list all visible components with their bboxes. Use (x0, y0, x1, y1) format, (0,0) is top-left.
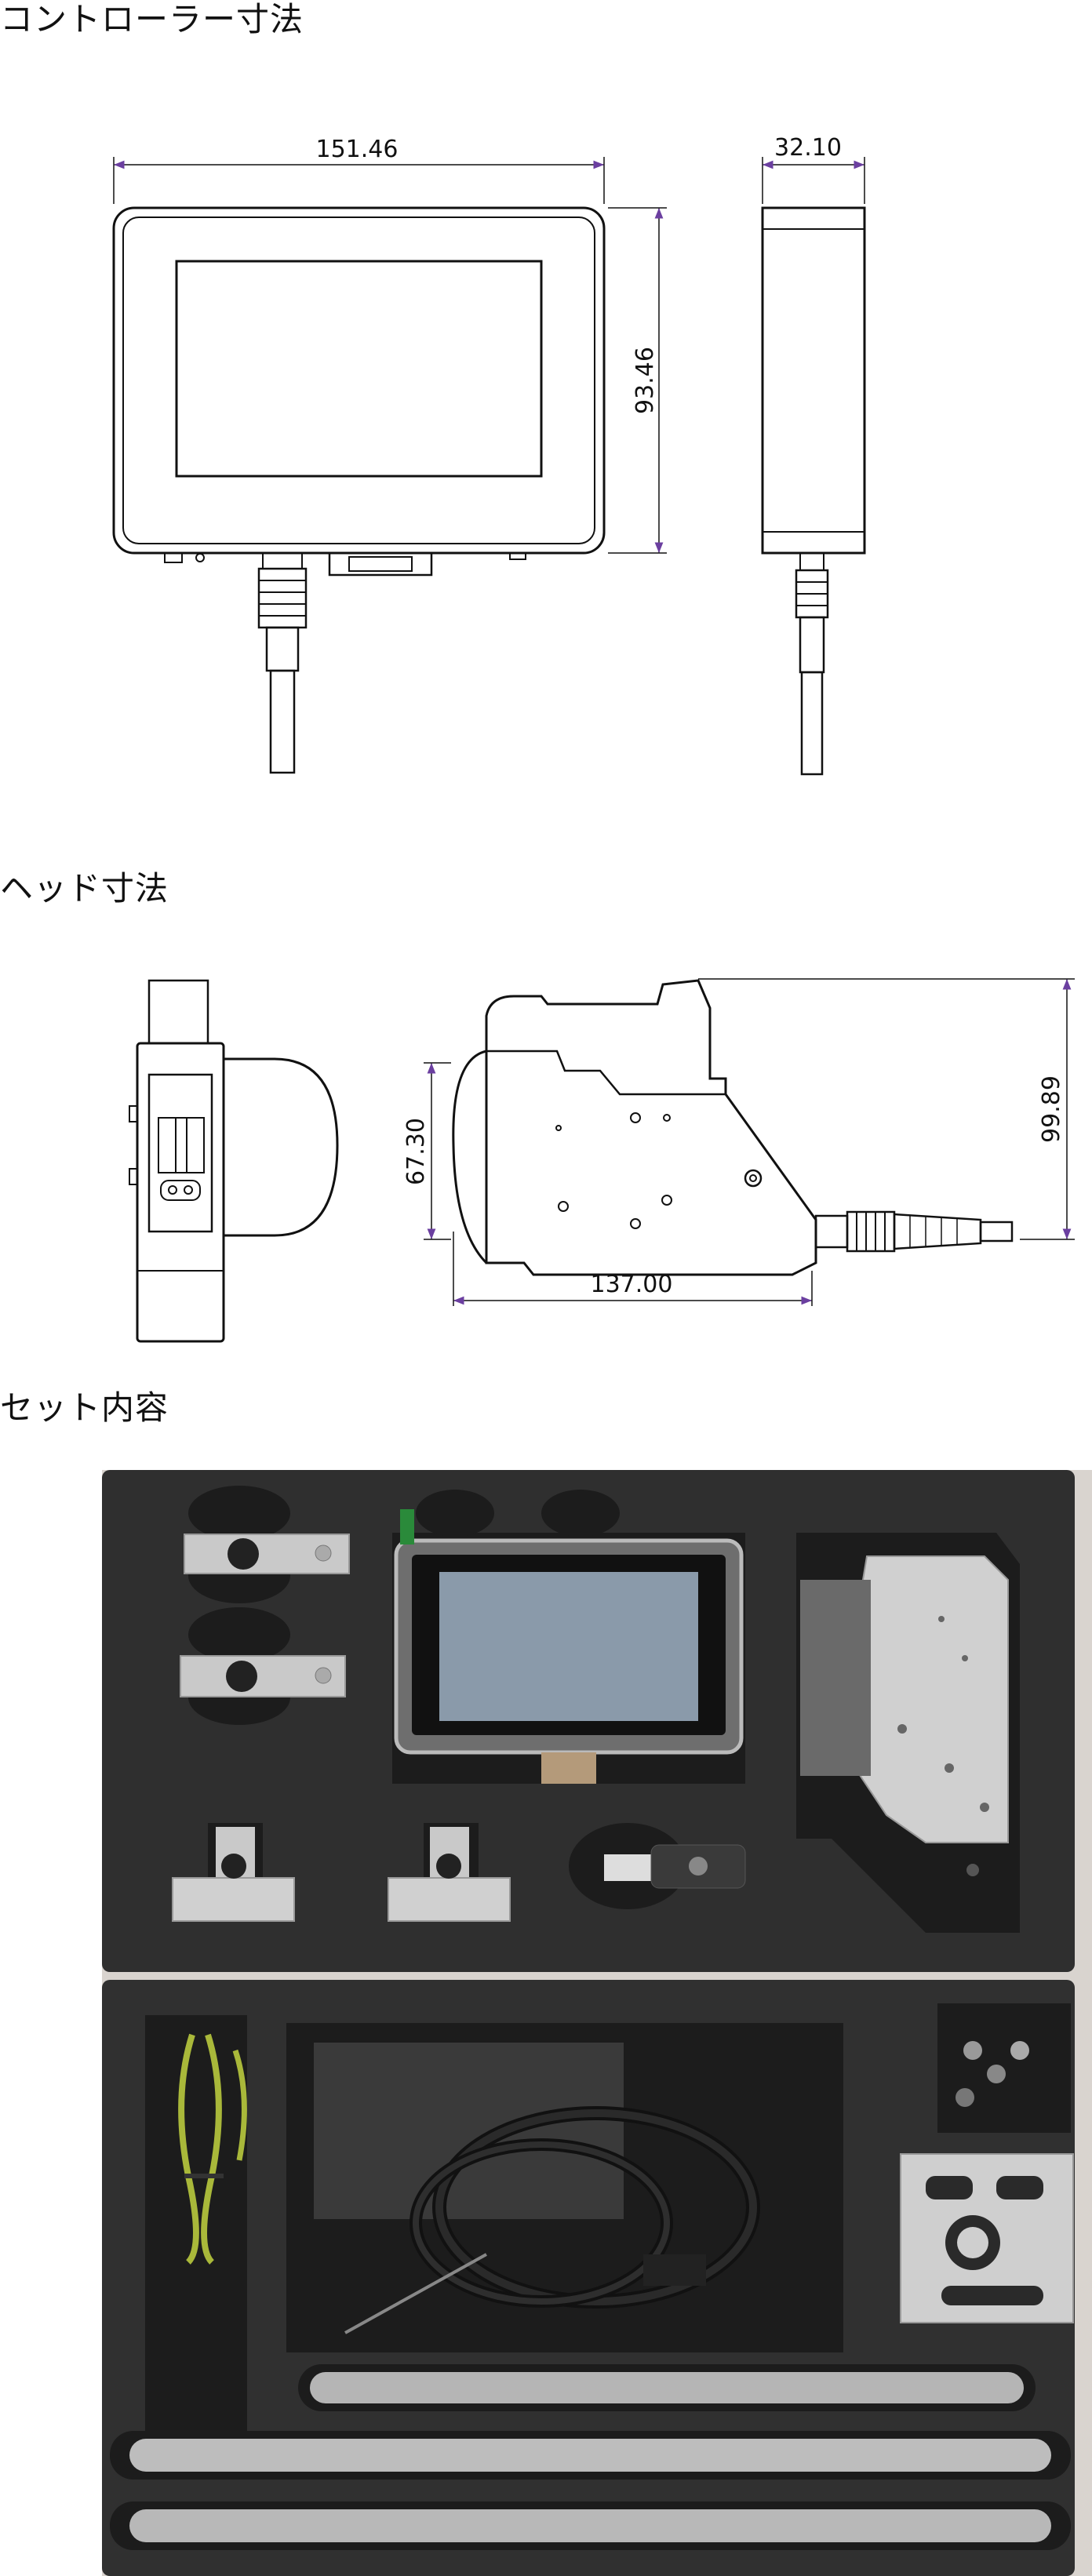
controller-side-view (761, 206, 866, 776)
head-total-height-label: 99.89 (1038, 1075, 1065, 1143)
head-total-height-dimension (698, 978, 1075, 1240)
rod-3 (110, 2501, 1071, 2550)
head-front-height-dimension (424, 1062, 451, 1240)
set-contents-photo (102, 1470, 1092, 2576)
t-clamp-2 (388, 1823, 511, 1922)
controller-depth-dimension (762, 157, 865, 204)
rod-2 (110, 2431, 1071, 2480)
print-head-unit (796, 1533, 1020, 1933)
controller-front-view (112, 206, 606, 774)
controller-width-label: 151.46 (316, 136, 399, 163)
head-dimensions-heading: ヘッド寸法 (0, 869, 169, 908)
head-front-height-label: 67.30 (402, 1118, 430, 1185)
controller-depth-label: 32.10 (774, 134, 842, 162)
fittings-compartment (937, 2003, 1071, 2133)
mounting-plate (900, 2153, 1074, 2323)
controller-unit (392, 1490, 745, 1784)
clamp-bracket-1 (184, 1486, 350, 1603)
controller-height-dimension (608, 207, 667, 554)
head-length-label: 137.00 (591, 1271, 673, 1298)
head-side-view (452, 979, 1014, 1276)
controller-height-label: 93.46 (632, 347, 659, 414)
head-drawing: 67.30 99.89 137.00 (129, 978, 1075, 1343)
controller-width-dimension (113, 157, 605, 204)
head-length-dimension (453, 1232, 813, 1306)
controller-dimensions-heading: コントローラー寸法 (0, 0, 304, 38)
usb-stick (569, 1823, 746, 1909)
rod-1 (298, 2364, 1036, 2411)
cable-compartment (286, 2023, 843, 2352)
clamp-bracket-2 (180, 1607, 346, 1725)
t-clamp-1 (172, 1823, 295, 1922)
controller-drawing: 151.46 93.46 32.10 (112, 134, 866, 776)
ground-wire (145, 2015, 247, 2454)
set-contents-heading: セット内容 (0, 1388, 169, 1427)
head-end-view (129, 979, 339, 1343)
